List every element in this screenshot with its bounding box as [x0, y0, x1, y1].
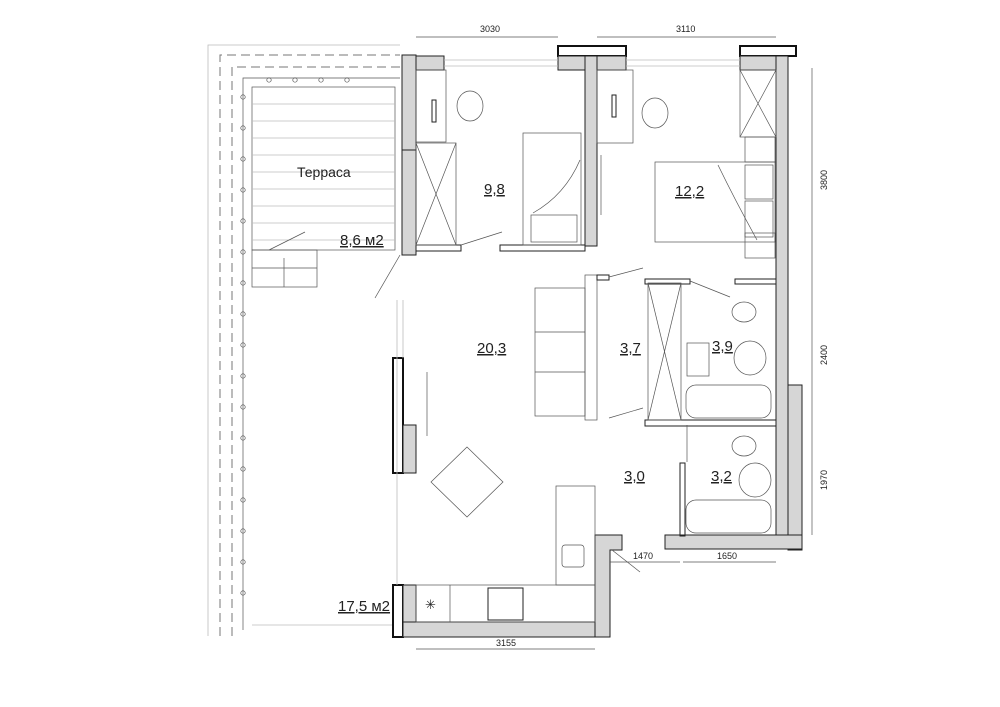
railing-post: [240, 404, 246, 410]
office-chair-1-icon: [456, 90, 484, 122]
stove-icon: [487, 587, 524, 621]
double-bed: [654, 161, 776, 243]
dim-right-bottom: 1970: [819, 470, 829, 490]
walls: [374, 45, 803, 638]
dim-bottom-kitchen: 3155: [496, 638, 516, 648]
railing-post: [240, 466, 246, 472]
railing-post: [240, 497, 246, 503]
dim-top-right: 3110: [676, 24, 695, 34]
railing-post: [240, 342, 246, 348]
terrace-label: Терраса: [297, 164, 351, 180]
railing-post: [240, 280, 246, 286]
railing-post: [240, 590, 246, 596]
washing-machine: [686, 342, 710, 377]
sofa: [534, 287, 586, 417]
railing-post: [240, 187, 246, 193]
railing-post: [240, 435, 246, 441]
kitchen-counter: [555, 485, 596, 586]
bathroom-1-area: 3,9: [712, 338, 733, 355]
wardrobe-area: 3,7: [620, 340, 641, 357]
bathtub-2: [685, 499, 772, 534]
nightstand-1: [744, 136, 776, 163]
dim-top-left: 3030: [480, 24, 500, 34]
nightstand-2: [744, 232, 776, 259]
terrace-area: 8,6 м2: [340, 232, 384, 249]
bathtub-1: [685, 384, 772, 419]
office-chair-2-icon: [641, 97, 669, 129]
railing-post: [344, 77, 350, 83]
railing-post: [240, 218, 246, 224]
wardrobe-1: [415, 142, 457, 246]
railing-post: [318, 77, 324, 83]
kitchen-sink-icon: [561, 544, 585, 568]
dim-bottom-bath: 1650: [717, 551, 737, 561]
toilet-2-icon: [731, 435, 757, 457]
terrace-boundary: [207, 44, 400, 636]
railing-post: [240, 373, 246, 379]
dim-right-top: 3800: [819, 170, 829, 190]
dim-right-mid: 2400: [819, 345, 829, 365]
single-bed: [522, 132, 582, 246]
hall-area: 3,0: [624, 468, 645, 485]
wardrobe-3: [647, 282, 682, 421]
railing-post: [240, 249, 246, 255]
bedroom-2-area: 12,2: [675, 183, 704, 200]
railing-post: [240, 94, 246, 100]
desk-2: [596, 69, 634, 144]
railing-post: [240, 311, 246, 317]
balcony-area: 17,5 м2: [338, 598, 390, 615]
dimension-lines: [416, 36, 813, 650]
dim-bottom-entry: 1470: [633, 551, 653, 561]
furniture: ✳: [415, 69, 777, 623]
railing-posts: [240, 77, 350, 596]
railing-post: [240, 156, 246, 162]
fridge-icon: ✳: [425, 597, 436, 612]
living-area: 20,3: [477, 340, 506, 357]
bedroom-1-area: 9,8: [484, 181, 505, 198]
sink-2-icon: [738, 462, 772, 498]
railing-post: [292, 77, 298, 83]
railing-post: [240, 125, 246, 131]
railing-post: [240, 528, 246, 534]
desk-1: [415, 69, 447, 143]
terrace-deck: [251, 86, 396, 288]
dining-table: [430, 446, 504, 518]
railing-post: [240, 559, 246, 565]
sink-1-icon: [733, 340, 767, 376]
bathroom-2-area: 3,2: [711, 468, 732, 485]
toilet-1-icon: [731, 301, 757, 323]
railing-post: [266, 77, 272, 83]
